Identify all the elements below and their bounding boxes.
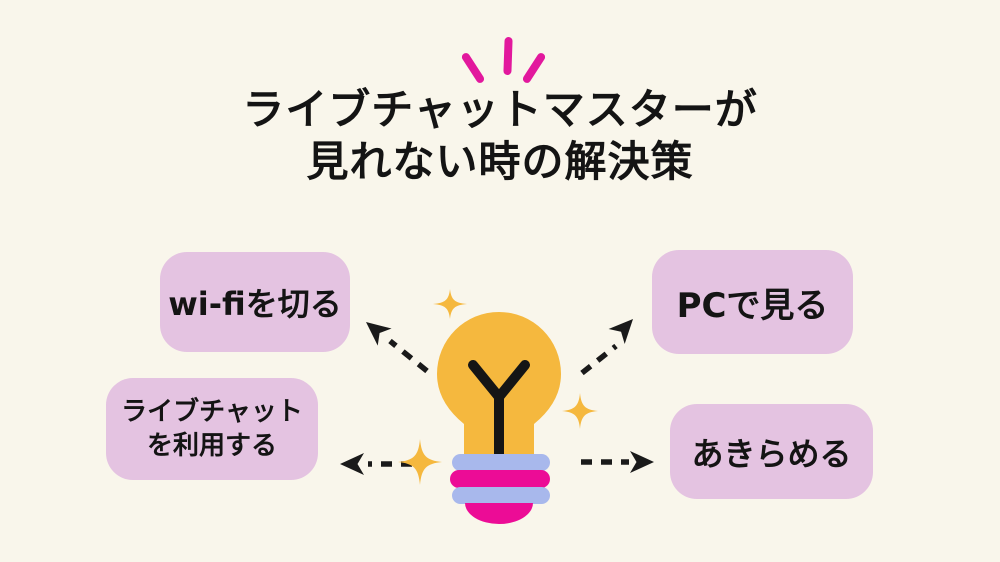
solution-box-wifi: wi-fiを切る xyxy=(160,252,350,352)
solution-box-pc: PCで見る xyxy=(652,250,853,354)
page-title-line2: 見れない時の解決策 xyxy=(306,137,694,186)
arrow-to-wifi xyxy=(366,322,429,374)
sparkle-icon xyxy=(398,439,442,485)
solution-label-pc: PCで見る xyxy=(676,285,829,326)
arrow-to-pc xyxy=(580,319,633,376)
sparkle-icon xyxy=(562,393,598,429)
solution-label-livechat-line2: を利用する xyxy=(146,431,277,461)
page-title-line1: ライブチャットマスターが xyxy=(242,85,758,134)
bulb-base-band-bottom xyxy=(452,487,550,504)
bulb-filament-icon xyxy=(468,360,530,461)
arrow-to-livechat xyxy=(340,453,412,475)
bulb-base-tip xyxy=(465,503,533,524)
solution-box-livechat: ライブチャット を利用する xyxy=(106,378,318,480)
page-title: ライブチャットマスターが 見れない時の解決策 xyxy=(0,84,1000,188)
bulb-base-band-middle xyxy=(450,470,550,488)
arrow-to-giveup xyxy=(581,451,654,473)
solution-label-giveup: あきらめる xyxy=(691,434,852,473)
bulb-glass xyxy=(437,311,562,458)
solution-label-livechat-line1: ライブチャット xyxy=(121,397,303,427)
solution-label-wifi: wi-fiを切る xyxy=(168,285,342,323)
solution-box-giveup: あきらめる xyxy=(670,404,873,499)
sparkle-icon xyxy=(433,289,467,319)
bulb-base-band-top xyxy=(452,454,550,471)
